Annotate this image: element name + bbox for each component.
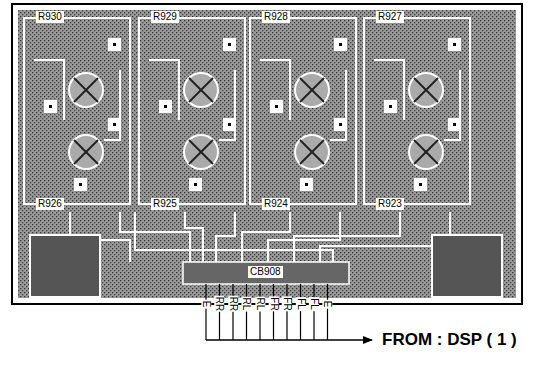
pin-label: RR [214, 296, 224, 312]
part-label: R929 [151, 11, 179, 23]
part-label: R924 [262, 198, 290, 210]
pot-column [139, 18, 245, 204]
connector-label: CB908 [248, 266, 283, 278]
pin-label: FR [269, 296, 279, 311]
part-label: R926 [36, 198, 64, 210]
pin-label: RL [255, 297, 265, 312]
pin-label: E [201, 300, 211, 309]
traces [70, 212, 450, 262]
signal-arrow [206, 339, 372, 341]
pot-column [250, 18, 356, 204]
board-outline [12, 4, 522, 304]
pot-column [364, 18, 470, 204]
pin-label: E [322, 300, 332, 309]
connector-body [183, 262, 349, 284]
part-label: R925 [151, 198, 179, 210]
pin-label: FL [309, 297, 319, 311]
pin-label: RR [228, 296, 238, 312]
copper-area [18, 10, 516, 298]
part-label: R923 [376, 198, 404, 210]
part-label: R927 [376, 11, 404, 23]
pad [30, 235, 100, 297]
signal-source-label: FROM : DSP ( 1 ) [380, 330, 519, 349]
pin-label: RL [241, 297, 251, 312]
pin-label: FR [282, 296, 292, 311]
part-label: R930 [36, 11, 64, 23]
part-label: R928 [262, 11, 290, 23]
pin-label: FL [295, 297, 305, 311]
pad [432, 235, 502, 297]
pot-column [24, 18, 130, 204]
pot-columns [24, 18, 470, 204]
pin-wires [206, 284, 328, 340]
